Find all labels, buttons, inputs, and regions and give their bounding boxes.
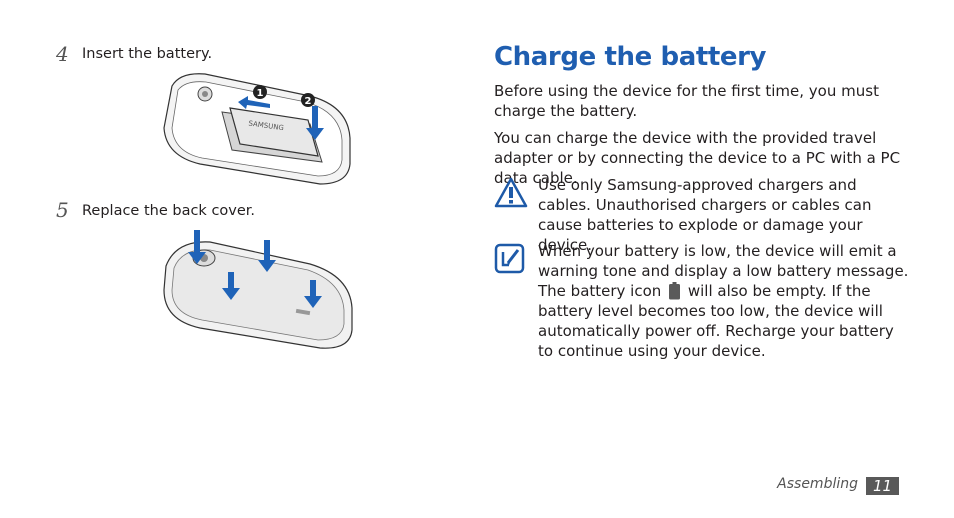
callout-2: 2 <box>305 96 312 107</box>
intro-paragraph: Before using the device for the first ti… <box>494 82 879 120</box>
step-5-number: 5 <box>56 198 69 222</box>
arrow-down-icon <box>188 230 206 264</box>
arrow-down-icon <box>306 106 324 140</box>
section-title: Charge the battery <box>494 42 767 72</box>
note-text-before: When your battery is low, the device wil… <box>538 242 909 300</box>
arrow-down-icon <box>304 280 322 308</box>
charging-methods-paragraph: You can charge the device with the provi… <box>494 129 901 187</box>
warning-triangle-icon <box>494 177 528 208</box>
note-paragraph: When your battery is low, the device wil… <box>538 241 910 361</box>
arrow-down-icon <box>258 240 276 272</box>
warning-text: Use only Samsung-approved chargers and c… <box>538 176 872 254</box>
step-4-text: Insert the battery. <box>82 46 213 62</box>
low-battery-icon <box>669 282 681 300</box>
arrow-insert-icon <box>238 96 270 109</box>
insert-battery-illustration: SAMSUNG 1 2 <box>163 73 351 185</box>
footer-section-label: Assembling <box>777 476 858 492</box>
replace-cover-illustration <box>163 230 353 349</box>
callout-1: 1 <box>257 88 264 99</box>
step-5-text: Replace the back cover. <box>82 203 256 219</box>
arrow-down-icon <box>222 272 240 300</box>
note-pencil-icon <box>494 243 525 274</box>
step-4-number: 4 <box>56 42 69 66</box>
page-number: 11 <box>866 477 899 495</box>
note-text-after: will also be empty. If the battery level… <box>538 282 894 360</box>
